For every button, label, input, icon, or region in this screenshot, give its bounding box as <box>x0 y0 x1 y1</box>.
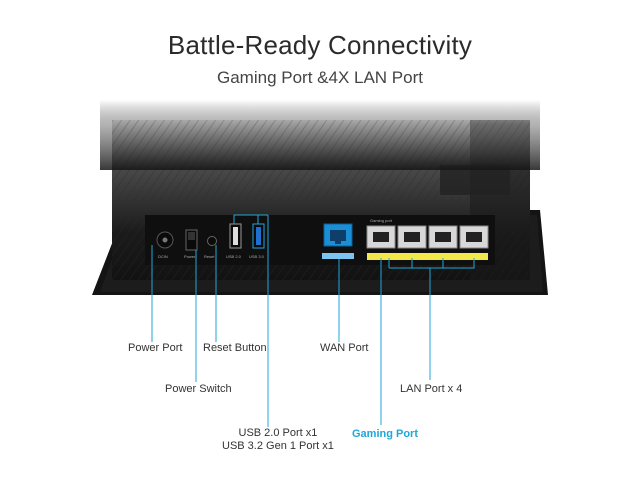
callout-reset-button: Reset Button <box>203 342 267 354</box>
reset-button-hw <box>207 236 217 246</box>
callout-lan-port: LAN Port x 4 <box>400 383 463 395</box>
callout-power-port: Power Port <box>128 342 183 354</box>
panel-label-power: Power <box>184 254 196 259</box>
callout-gaming-port: Gaming Port <box>352 428 419 440</box>
panel-label-usb30: USB 3.0 <box>249 254 265 259</box>
lan-ports-hw <box>366 225 489 249</box>
callout-usb-line2: USB 3.2 Gen 1 Port x1 <box>222 440 334 452</box>
panel-label-dcin: DCIN <box>158 254 168 259</box>
panel-label-reset: Reset <box>204 254 215 259</box>
page-subtitle: Gaming Port &4X LAN Port <box>217 68 423 87</box>
callout-power-switch: Power Switch <box>165 383 232 395</box>
callout-wan-port: WAN Port <box>320 342 369 354</box>
callout-lines <box>151 214 475 427</box>
callout-usb-line1: USB 2.0 Port x1 <box>238 427 318 439</box>
panel-label-usb20: USB 2.0 <box>226 254 242 259</box>
lan-yellow-strip <box>367 253 488 260</box>
callout-usb: USB 2.0 Port x1 USB 3.2 Gen 1 Port x1 <box>222 427 334 453</box>
page-title: Battle-Ready Connectivity <box>167 30 473 60</box>
panel-label-gaming: Gaming port <box>370 218 393 223</box>
